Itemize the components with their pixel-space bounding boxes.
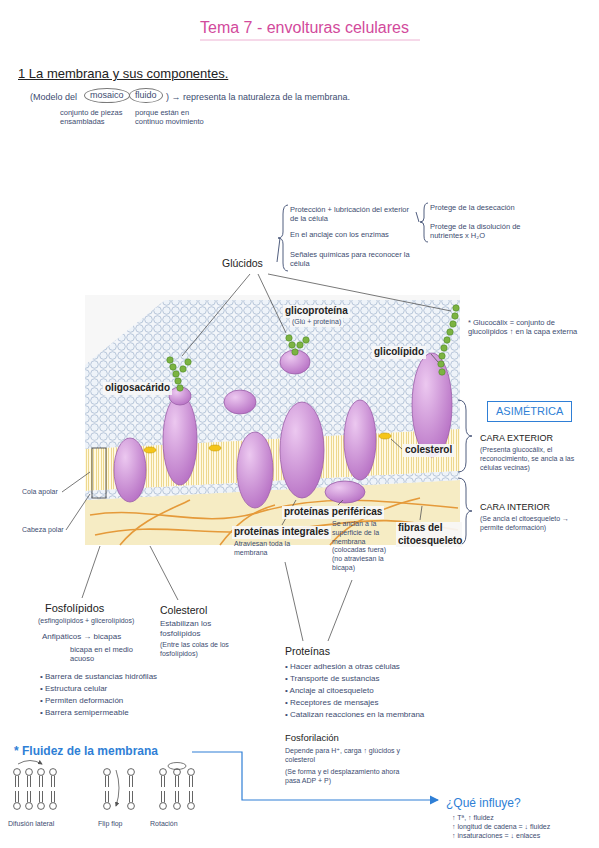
note-text: • Estructura celular <box>40 684 107 694</box>
node-text: fluido <box>135 90 157 100</box>
circled-word: fluido <box>129 88 163 103</box>
note-text: • Permiten deformación <box>40 696 123 706</box>
note-text: • Receptores de mensajes <box>285 698 379 708</box>
note-text: (Presenta glucocálix, el reconocimiento,… <box>480 446 592 472</box>
note-text: bicapa en el medio acuoso <box>70 645 140 664</box>
note-text: ↑ insaturaciones = ↓ enlaces <box>452 832 540 841</box>
note-text: 1 La membrana y sus componentes. <box>18 66 228 82</box>
node-text: ASIMÉTRICA <box>496 405 563 417</box>
note-text: Colesterol <box>160 604 207 617</box>
note-text: glicoproteína <box>283 305 350 318</box>
note-text: Señales químicas para reconocer la célul… <box>290 250 415 269</box>
note-text: CARA EXTERIOR <box>480 433 553 444</box>
note-text: colesterol <box>403 444 454 457</box>
note-text: • Hacer adhesión a otras células <box>285 662 400 672</box>
note-text: (Glú + proteína) <box>290 318 343 327</box>
note-text: glicolípido <box>372 346 426 359</box>
note-text: Glúcidos <box>222 257 263 270</box>
note-text: CARA INTERIOR <box>480 502 550 513</box>
glucid-chains <box>167 305 459 391</box>
note-text: * Fluidez de la membrana <box>14 744 158 759</box>
fluidity-sketches <box>14 761 195 810</box>
label-box: ASIMÉTRICA <box>487 401 572 422</box>
note-text: Protección + lubricación del exterior de… <box>290 205 415 224</box>
note-text: porque están en continuo movimiento <box>135 108 210 127</box>
note-text: Protege de la disolución de nutrientes x… <box>430 222 555 241</box>
note-text: Protege de la desecación <box>430 203 515 212</box>
note-text: Se anclan a la superficie de la membrana… <box>332 520 390 573</box>
note-text: (Se ancla el citoesqueleto → permite def… <box>480 515 592 533</box>
note-text: * Glucocálix = conjunto de glucolípidos … <box>468 318 593 337</box>
note-text: oligosacárido <box>103 382 172 395</box>
cholesterol-molecules <box>144 433 391 453</box>
note-text: Rotación <box>150 820 178 829</box>
note-text: Fosforilación <box>285 732 339 744</box>
note-text: • Barrera semipermeable <box>40 708 129 718</box>
note-text: • Anclaje al citoesqueleto <box>285 686 374 696</box>
note-text: fibras del citoesqueleto <box>396 522 462 547</box>
note-text: Depende para H⁺, carga ↑ glúcidos y cole… <box>285 747 400 765</box>
note-text: Cola apolar <box>22 488 58 497</box>
note-text: (Se forma y el desplazamiento ahora pasa… <box>285 768 400 786</box>
leader-lines <box>62 274 451 641</box>
note-text: conjunto de piezas ensambladas <box>60 108 130 127</box>
note-text: • Barrera de sustancias hidrófilas <box>40 672 157 682</box>
note-text: ) → representa la naturaleza de la membr… <box>166 92 350 103</box>
circled-word: mosaico <box>84 88 130 103</box>
note-text: Flip flop <box>98 820 123 829</box>
note-text: • Catalizan reacciones en la membrana <box>285 710 424 720</box>
note-text: • Transporte de sustancias <box>285 674 379 684</box>
brackets <box>277 203 472 545</box>
note-text: ↑ longitud de cadena = ↓ fluidez <box>452 823 550 832</box>
title-underline <box>200 40 420 41</box>
note-text: proteínas integrales <box>232 526 331 539</box>
note-text: Fosfolípidos <box>45 602 104 616</box>
note-text: Proteínas <box>285 645 330 658</box>
note-text: ¿Qué influye? <box>446 796 521 811</box>
note-text: Atraviesan toda la membrana <box>234 540 314 558</box>
node-text: mosaico <box>90 90 124 100</box>
note-text: ↑ Tª, ↑ fluidez <box>452 814 494 823</box>
page-title: Tema 7 - envolturas celulares <box>200 18 409 38</box>
note-text: (Entre las colas de los fosfolípidos) <box>160 641 240 659</box>
fluidity-arrow <box>192 752 438 800</box>
note-text: (esfingolípidos + glicerolípidos) <box>38 617 134 626</box>
membrane-proteins <box>114 350 452 508</box>
note-text: Estabilizan los fosfolípidos <box>160 619 240 639</box>
note-text: (Modelo del <box>30 92 77 103</box>
note-text: Anfipáticos → bicapas <box>42 632 121 642</box>
note-text: Cabeza polar <box>22 526 64 535</box>
note-text: proteínas periféricas <box>282 506 384 519</box>
note-text: Difusión lateral <box>8 820 54 829</box>
note-text: En el anclaje con los enzimas <box>290 230 389 239</box>
membrane-block <box>85 295 460 545</box>
